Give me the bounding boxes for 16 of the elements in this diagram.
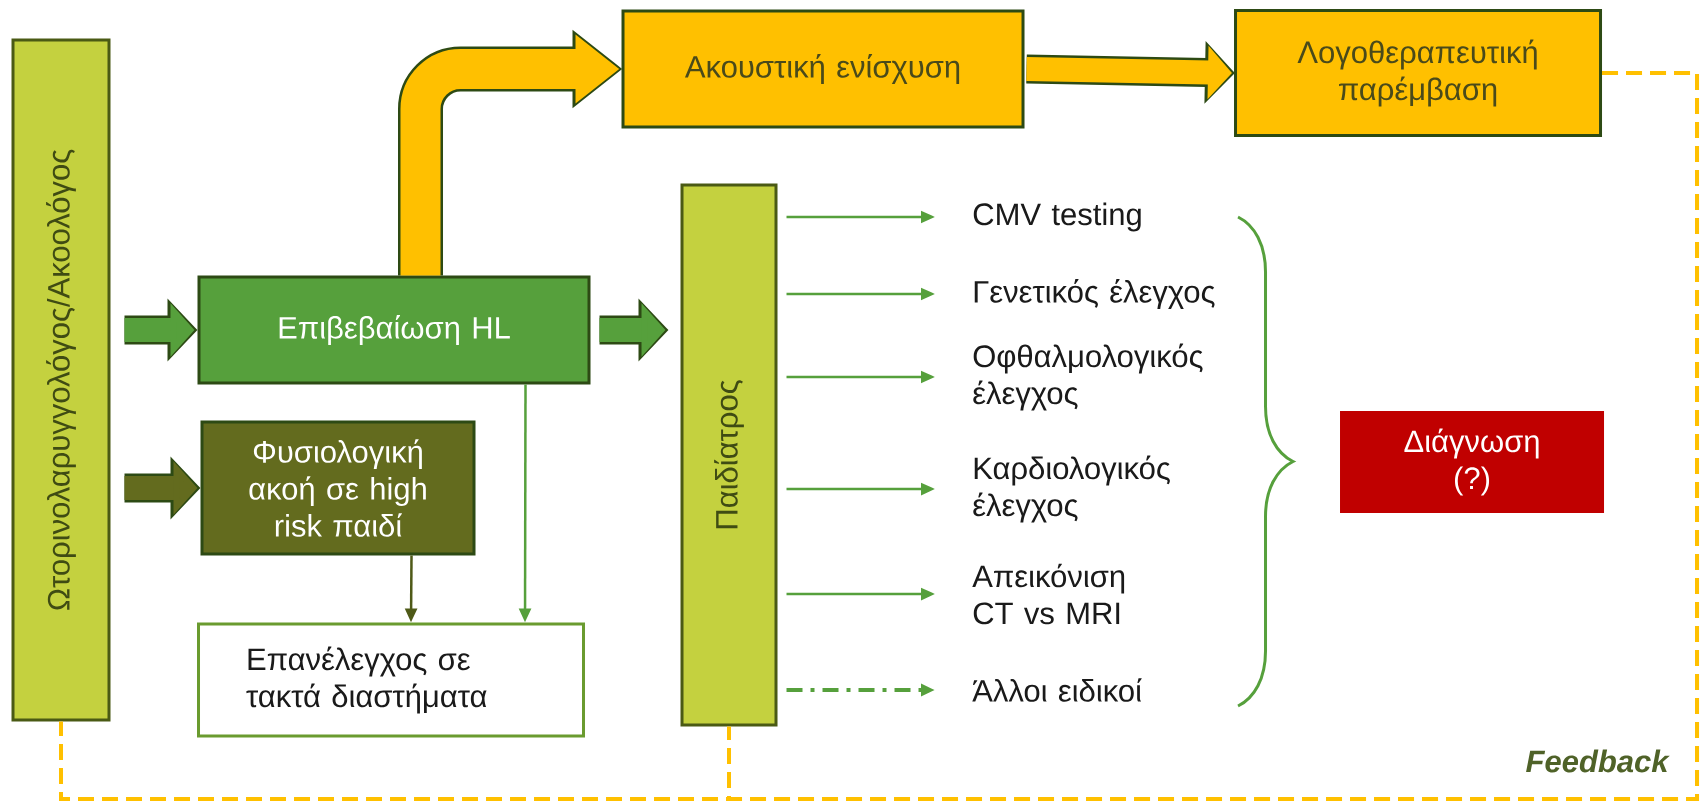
process-box: Επιβεβαίωση HL [197, 275, 591, 385]
exam-label: Άλλοι ειδικοί [972, 678, 1142, 702]
exam-label: CMV testing [973, 202, 1141, 232]
feedback-line [727, 71, 1700, 801]
process-box: Λογοθεραπευτική παρέμβαση [1234, 9, 1602, 137]
process-box: Επανέλεγχος σε τακτά διαστήματα [197, 622, 585, 738]
role-box: Ωτορινολαρυγγολόγος/Ακοολόγος [11, 38, 111, 722]
process-box: Φυσιολογική ακοή σε high risk παιδί [200, 420, 476, 556]
exam-label: Απεικόνιση CT vs MRI [972, 563, 1125, 625]
exam-label: Γενετικός έλεγχος [974, 279, 1215, 309]
role-box: Παιδίατρος [680, 183, 778, 727]
exam-label: Καρδιολογικός έλεγχος [973, 455, 1170, 523]
exam-label: Οφθαλμολογικός έλεγχος [973, 343, 1203, 411]
edge-label: Feedback [1522, 746, 1672, 776]
result-box: Διάγνωση (?) [1340, 411, 1604, 513]
process-box: Ακουστική ενίσχυση [621, 9, 1025, 129]
